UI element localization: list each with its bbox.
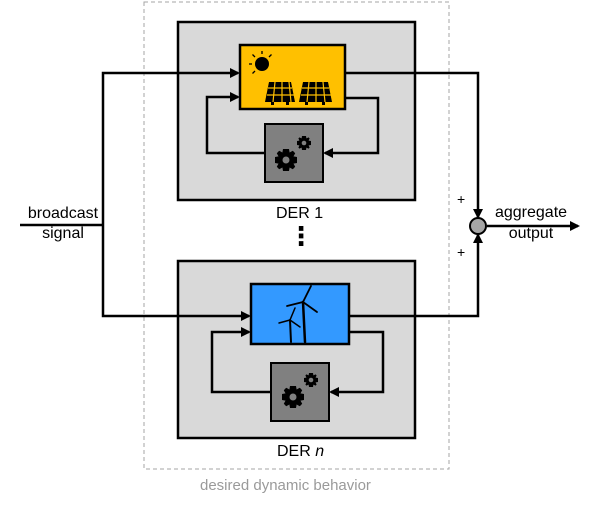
der-ellipsis: ⋮ (288, 221, 314, 251)
der-n-label-var: n (315, 443, 325, 460)
desired-behavior-region (143, 1, 450, 470)
solar-panel-icon (299, 81, 332, 105)
summing-bottom-sign: + (457, 244, 466, 260)
aggregate-label-line2: output (508, 225, 554, 242)
der-output-lines (345, 71, 580, 318)
summing-top-sign: + (457, 191, 466, 207)
broadcast-signal-label: broadcast signal (23, 205, 103, 243)
wind-plant-block (249, 282, 351, 346)
der-1-label: DER 1 (276, 205, 324, 222)
feedback-loop-1 (205, 92, 380, 158)
broadcast-label-line2: signal (42, 225, 84, 242)
der-n-label: DER n (277, 443, 324, 461)
wind-turbine-icon (278, 285, 318, 344)
aggregate-output-label: aggregate output (488, 204, 574, 243)
broadcast-label-line1: broadcast (27, 205, 99, 222)
feedback-loop-n (210, 327, 385, 397)
sun-icon (249, 51, 272, 74)
der-n-label-prefix: DER (277, 443, 316, 460)
broadcast-signal-lines (20, 68, 251, 321)
summing-node (469, 217, 487, 235)
solar-panel-icon (265, 81, 295, 105)
aggregate-label-line1: aggregate (494, 204, 568, 221)
desired-behavior-caption: desired dynamic behavior (200, 477, 371, 494)
